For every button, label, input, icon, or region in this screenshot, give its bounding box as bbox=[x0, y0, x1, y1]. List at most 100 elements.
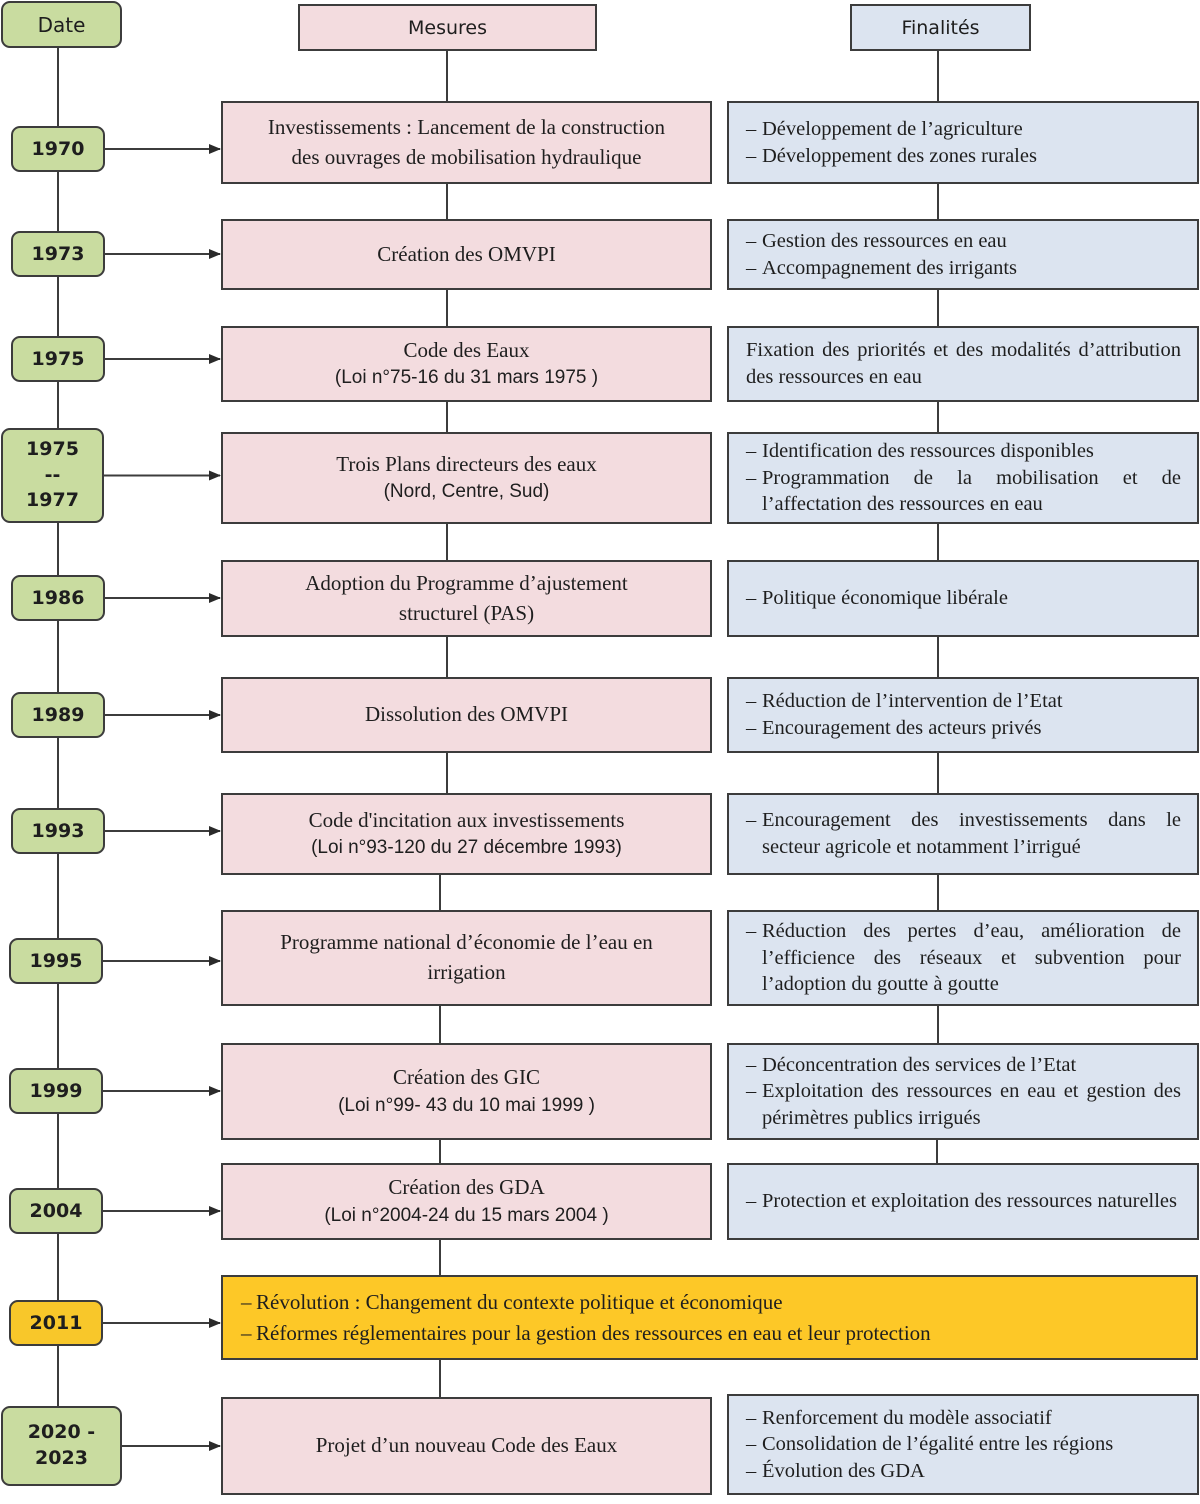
finalite-item: –Encouragement des investissements dans … bbox=[746, 807, 1181, 860]
revolution-box-2011: –Révolution : Changement du contexte pol… bbox=[221, 1275, 1198, 1360]
date-line: -- bbox=[44, 463, 61, 486]
revolution-item: –Révolution : Changement du contexte pol… bbox=[241, 1287, 1196, 1317]
bullet-dash: – bbox=[241, 1320, 252, 1345]
finalite-item-text: Renforcement du modèle associatif bbox=[762, 1406, 1052, 1429]
mesure-box-1999: Création des GIC(Loi n°99- 43 du 10 mai … bbox=[221, 1043, 712, 1140]
finalite-box-1989: –Réduction de l’intervention de l’Etat–E… bbox=[727, 677, 1199, 753]
finalite-item: –Évolution des GDA bbox=[746, 1458, 1181, 1485]
finalite-box-2020-2023: –Renforcement du modèle associatif–Conso… bbox=[727, 1394, 1199, 1495]
mesure-line: irrigation bbox=[427, 960, 506, 984]
date-badge-1975: 1975 bbox=[11, 336, 105, 382]
finalite-item: –Développement des zones rurales bbox=[746, 143, 1181, 170]
finalite-item: –Réduction de l’intervention de l’Etat bbox=[746, 688, 1181, 715]
date-line: 2023 bbox=[35, 1447, 88, 1469]
bullet-dash: – bbox=[746, 1053, 757, 1076]
finalite-item-text: Réduction des pertes d’eau, amélioration… bbox=[762, 920, 1181, 996]
finalite-item: –Protection et exploitation des ressourc… bbox=[746, 1188, 1181, 1215]
mesure-law-reference: (Loi n°93-120 du 27 décembre 1993) bbox=[311, 837, 622, 859]
finalite-item: –Développement de l’agriculture bbox=[746, 116, 1181, 143]
bullet-dash: – bbox=[746, 440, 757, 463]
finalite-box-1986: –Politique économique libérale bbox=[727, 560, 1199, 637]
finalite-box-2004: –Protection et exploitation des ressourc… bbox=[727, 1163, 1199, 1240]
finalite-item-text: Identification des ressources disponible… bbox=[762, 440, 1094, 463]
finalite-box-1975: Fixation des priorités et des modalités … bbox=[727, 326, 1199, 402]
finalite-item-text: Gestion des ressources en eau bbox=[762, 229, 1007, 252]
bullet-dash: – bbox=[746, 920, 757, 943]
mesure-box-1993: Code d'incitation aux investissements(Lo… bbox=[221, 793, 712, 875]
date-badge-1989: 1989 bbox=[11, 692, 105, 738]
date-line: 1975 bbox=[26, 438, 79, 461]
mesure-line: Projet d’un nouveau Code des Eaux bbox=[315, 1433, 618, 1458]
mesure-line: structurel (PAS) bbox=[398, 600, 535, 625]
mesure-box-1995: Programme national d’économie de l’eau e… bbox=[221, 910, 712, 1006]
bullet-dash: – bbox=[746, 1459, 757, 1482]
finalite-box-1995: –Réduction des pertes d’eau, amélioratio… bbox=[727, 910, 1199, 1006]
mesure-line: Création des GDA bbox=[388, 1175, 545, 1200]
header-finalites: Finalités bbox=[850, 4, 1031, 51]
date-badge-1975-1977: 1975-- 1977 bbox=[1, 428, 104, 523]
bullet-dash: – bbox=[746, 466, 757, 489]
bullet-dash: – bbox=[746, 144, 757, 167]
date-line: 1977 bbox=[26, 489, 79, 512]
bullet-dash: – bbox=[746, 717, 757, 739]
finalite-text: Fixation des priorités et des modalités … bbox=[746, 339, 1181, 388]
revolution-item-text: Révolution : Changement du contexte poli… bbox=[256, 1290, 783, 1315]
bullet-dash: – bbox=[746, 1080, 757, 1103]
bullet-dash: – bbox=[746, 117, 757, 140]
finalite-item: –Politique économique libérale bbox=[746, 585, 1181, 612]
finalite-item: –Encouragement des acteurs privés bbox=[746, 715, 1181, 742]
date-badge-2011: 2011 bbox=[9, 1300, 103, 1346]
finalite-box-1993: –Encouragement des investissements dans … bbox=[727, 793, 1199, 875]
bullet-dash: – bbox=[746, 587, 757, 610]
date-badge-1986: 1986 bbox=[11, 575, 105, 621]
mesure-line: Création des OMVPI bbox=[377, 241, 556, 266]
revolution-item: –Réformes réglementaires pour la gestion… bbox=[241, 1318, 1196, 1348]
mesure-line: Programme national d’économie de l’eau e… bbox=[280, 930, 653, 955]
finalite-item: –Gestion des ressources en eau bbox=[746, 228, 1181, 255]
mesure-box-1975-1977: Trois Plans directeurs des eaux(Nord, Ce… bbox=[221, 432, 712, 524]
mesure-line: Adoption du Programme d’ajustement bbox=[305, 570, 628, 595]
finalite-item-text: Programmation de la mobilisation et de l… bbox=[762, 466, 1181, 516]
finalite-item: –Exploitation des ressources en eau et g… bbox=[746, 1078, 1181, 1131]
mesure-box-2020-2023: Projet d’un nouveau Code des Eaux bbox=[221, 1397, 712, 1495]
finalite-box-1973: –Gestion des ressources en eau–Accompagn… bbox=[727, 219, 1199, 290]
finalite-item: –Déconcentration des services de l’Etat bbox=[746, 1052, 1181, 1079]
date-badge-2020-2023: 2020 -2023 bbox=[1, 1406, 122, 1486]
date-badge-2004: 2004 bbox=[9, 1188, 103, 1234]
mesure-law-reference: (Loi n°75-16 du 31 mars 1975 ) bbox=[334, 367, 599, 389]
mesure-line: Trois Plans directeurs des eaux bbox=[336, 451, 597, 476]
mesure-box-1970: Investissements : Lancement de la constr… bbox=[221, 101, 712, 184]
date-badge-1999: 1999 bbox=[9, 1068, 103, 1114]
mesure-line: Investissements : Lancement de la constr… bbox=[267, 114, 666, 139]
finalite-item-text: Développement de l’agriculture bbox=[762, 117, 1023, 140]
finalite-item-text: Réduction de l’intervention de l’Etat bbox=[762, 690, 1063, 713]
date-badge-1995: 1995 bbox=[9, 938, 103, 984]
bullet-dash: – bbox=[746, 1190, 757, 1213]
finalite-item: –Accompagnement des irrigants bbox=[746, 255, 1181, 282]
finalite-item-text: Politique économique libérale bbox=[762, 587, 1008, 610]
date-badge-1970: 1970 bbox=[11, 126, 105, 172]
header-date: Date bbox=[1, 1, 122, 48]
finalite-item: –Renforcement du modèle associatif bbox=[746, 1405, 1181, 1432]
finalite-item-text: Développement des zones rurales bbox=[762, 144, 1037, 167]
finalite-item-text: Déconcentration des services de l’Etat bbox=[762, 1053, 1077, 1076]
bullet-dash: – bbox=[241, 1290, 252, 1315]
finalite-item: –Réduction des pertes d’eau, amélioratio… bbox=[746, 918, 1181, 998]
finalite-item: –Identification des ressources disponibl… bbox=[746, 438, 1181, 465]
finalite-box-1999: –Déconcentration des services de l’Etat–… bbox=[727, 1043, 1199, 1140]
finalite-item: –Consolidation de l’égalité entre les ré… bbox=[746, 1431, 1181, 1458]
header-mesures: Mesures bbox=[298, 4, 597, 51]
finalite-item-text: Protection et exploitation des ressource… bbox=[762, 1190, 1178, 1213]
finalite-item-text: Encouragement des investissements dans l… bbox=[762, 809, 1181, 858]
mesure-box-1975: Code des Eaux(Loi n°75-16 du 31 mars 197… bbox=[221, 326, 712, 402]
finalite-item-text: Évolution des GDA bbox=[762, 1459, 925, 1482]
finalite-item-text: Accompagnement des irrigants bbox=[762, 256, 1018, 279]
revolution-item-text: Réformes réglementaires pour la gestion … bbox=[256, 1320, 931, 1345]
mesure-law-reference: (Loi n°99- 43 du 10 mai 1999 ) bbox=[338, 1094, 595, 1116]
mesure-box-2004: Création des GDA(Loi n°2004-24 du 15 mar… bbox=[221, 1163, 712, 1240]
date-badge-1993: 1993 bbox=[11, 808, 105, 854]
bullet-dash: – bbox=[746, 1406, 757, 1429]
finalite-item-text: Encouragement des acteurs privés bbox=[762, 717, 1042, 739]
